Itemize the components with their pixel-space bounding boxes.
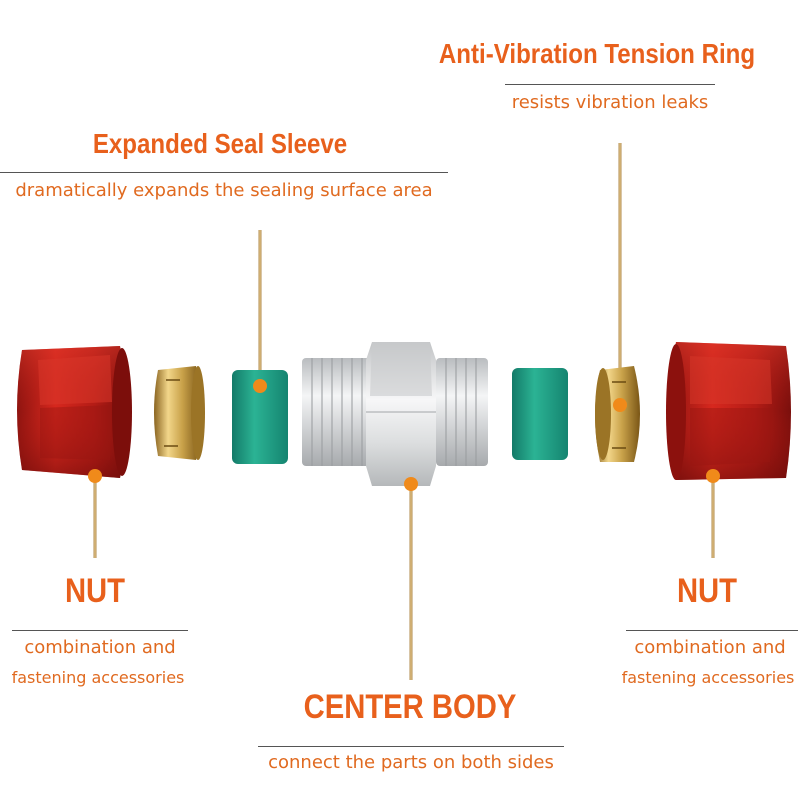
nut-left-rule xyxy=(12,630,188,631)
pointer-center-body xyxy=(409,484,413,680)
nut-left-subtitle-2: fastening accessories xyxy=(11,668,185,687)
center-body-rule xyxy=(258,746,564,747)
seal-sleeve-subtitle: dramatically expands the sealing surface… xyxy=(15,180,433,201)
tension-ring-title: Anti-Vibration Tension Ring xyxy=(438,38,756,69)
right-seal-sleeve xyxy=(512,368,568,460)
nut-left-title: NUT xyxy=(64,572,126,610)
nut-right-subtitle-1: combination and xyxy=(634,637,786,658)
left-nut xyxy=(17,346,132,478)
dot-nut-right xyxy=(706,469,720,483)
center-body-title: CENTER BODY xyxy=(303,688,517,726)
seal-sleeve-rule xyxy=(0,172,448,173)
right-ferrule xyxy=(595,366,640,462)
left-seal-sleeve xyxy=(232,370,288,464)
dot-seal-sleeve xyxy=(253,379,267,393)
nut-right-rule xyxy=(626,630,798,631)
tension-ring-rule xyxy=(505,84,715,85)
dot-nut-left xyxy=(88,469,102,483)
left-ferrule xyxy=(154,366,205,460)
tension-ring-subtitle: resists vibration leaks xyxy=(511,92,709,113)
pointer-nut-right xyxy=(711,476,715,558)
dot-tension-ring xyxy=(613,398,627,412)
center-body xyxy=(302,342,488,486)
nut-right-subtitle-2: fastening accessories xyxy=(621,668,795,687)
marker-dots xyxy=(88,379,720,491)
pointer-nut-left xyxy=(93,476,97,558)
pointer-seal-sleeve xyxy=(258,230,262,386)
pointer-tension-ring xyxy=(618,143,622,405)
seal-sleeve-title: Expanded Seal Sleeve xyxy=(92,128,348,159)
pointer-lines xyxy=(93,143,715,680)
nut-left-subtitle-1: combination and xyxy=(24,637,176,658)
center-body-subtitle: connect the parts on both sides xyxy=(268,752,554,773)
dot-center-body xyxy=(404,477,418,491)
right-nut xyxy=(666,342,791,480)
nut-right-title: NUT xyxy=(676,572,738,610)
